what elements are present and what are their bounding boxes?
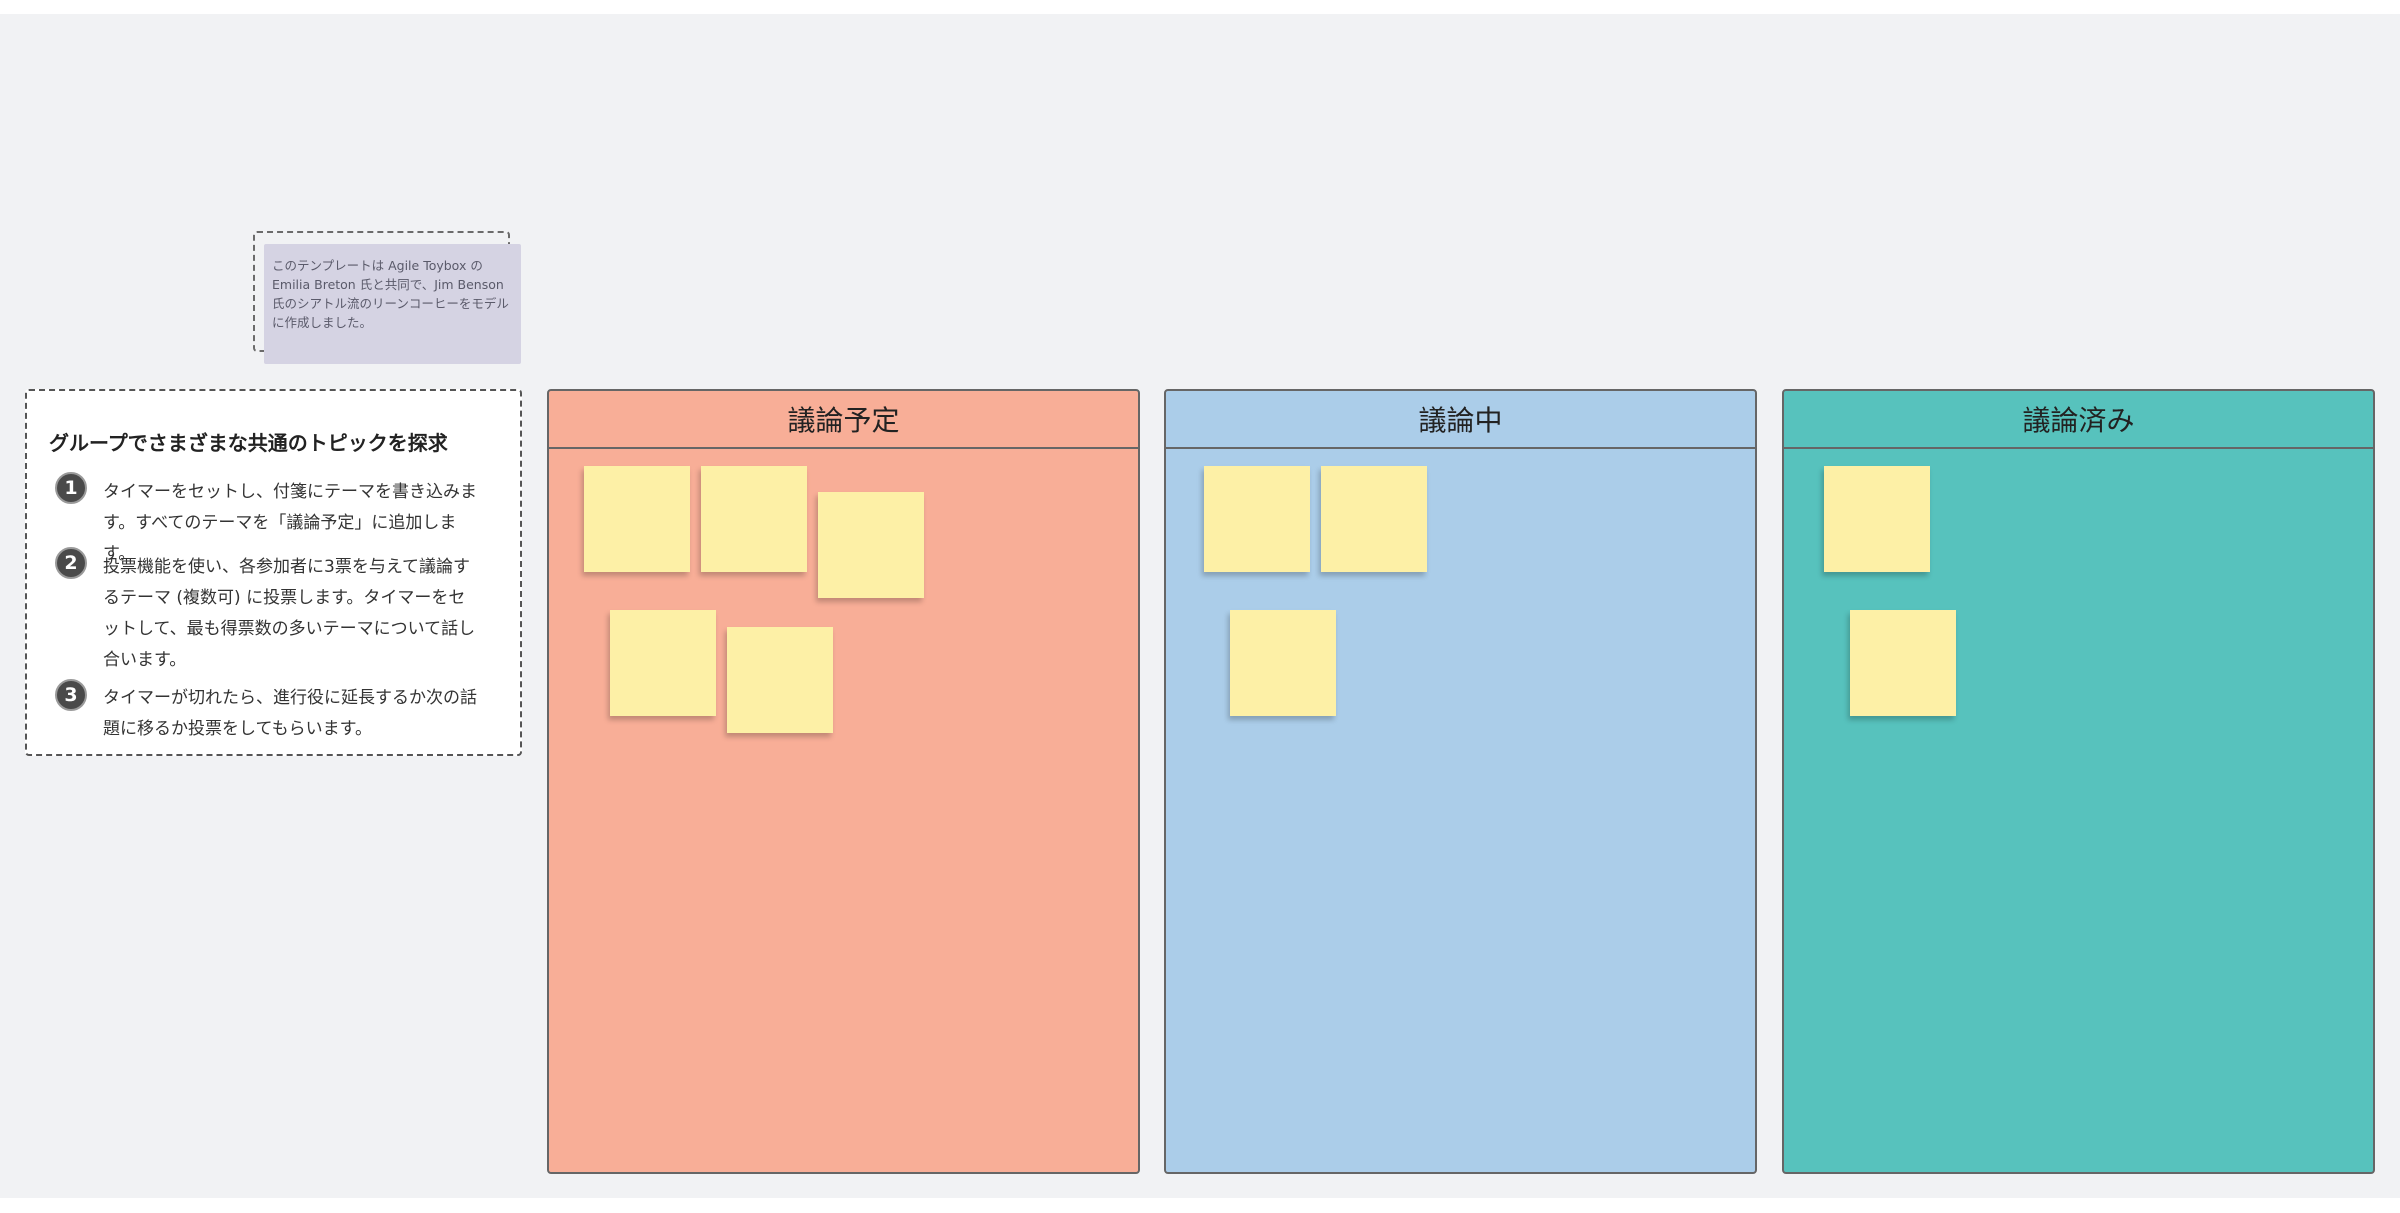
sticky-note[interactable] <box>701 466 807 572</box>
sticky-note[interactable] <box>1230 610 1336 716</box>
sticky-note[interactable] <box>584 466 690 572</box>
instructions-panel[interactable]: グループでさまざまな共通のトピックを探求 1 タイマーをセットし、付箋にテーマを… <box>25 389 522 756</box>
column-to-discuss[interactable]: 議論予定 <box>547 389 1140 1174</box>
sticky-note[interactable] <box>1204 466 1310 572</box>
step-number-3: 3 <box>55 679 87 711</box>
step-number-2: 2 <box>55 547 87 579</box>
step-text-3: タイマーが切れたら、進行役に延長するか次の話題に移るか投票をしてもらいます。 <box>103 688 477 739</box>
column-title: 議論済み <box>1784 391 2373 449</box>
instructions-title: グループでさまざまな共通のトピックを探求 <box>49 431 448 455</box>
sticky-note[interactable] <box>1321 466 1427 572</box>
step-number-1: 1 <box>55 472 87 504</box>
column-title: 議論予定 <box>549 391 1138 449</box>
step-text-2: 投票機能を使い、各参加者に3票を与えて議論するテーマ (複数可) に投票します。… <box>103 557 476 670</box>
column-discussing[interactable]: 議論中 <box>1164 389 1757 1174</box>
step-text-1: タイマーをセットし、付箋にテーマを書き込みます。すべてのテーマを「議論予定」に追… <box>103 482 477 564</box>
sticky-note[interactable] <box>1850 610 1956 716</box>
sticky-note[interactable] <box>727 627 833 733</box>
sticky-note[interactable] <box>610 610 716 716</box>
sticky-note[interactable] <box>1824 466 1930 572</box>
column-discussed[interactable]: 議論済み <box>1782 389 2375 1174</box>
credit-note[interactable]: このテンプレートは Agile Toybox の Emilia Breton 氏… <box>264 244 521 364</box>
column-title: 議論中 <box>1166 391 1755 449</box>
sticky-note[interactable] <box>818 492 924 598</box>
